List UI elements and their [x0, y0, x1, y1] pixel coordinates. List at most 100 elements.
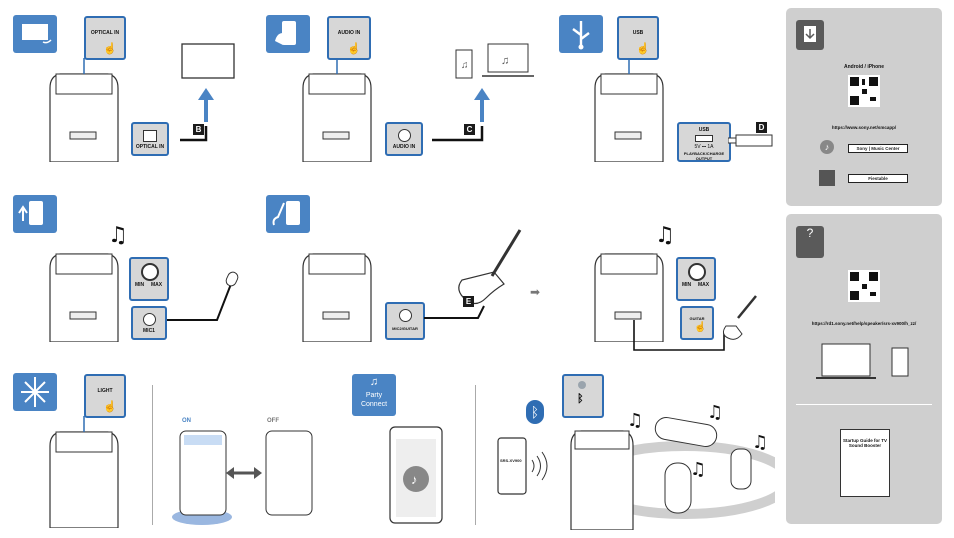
arrow-right-icon: ➡ [530, 285, 541, 299]
optical-jack-label: OPTICAL IN [135, 144, 165, 150]
speaker-illustration [302, 58, 372, 162]
app-download-panel: Android / iPhone https://www.sony.net/sm… [786, 8, 942, 206]
laptop-phone-illustration [816, 343, 909, 379]
qr-code-help[interactable] [848, 270, 880, 302]
download-icon [796, 20, 824, 50]
level-max-label: MAX [698, 282, 710, 288]
party-speakers-illustration [570, 417, 775, 530]
optical-button-label: OPTICAL IN [90, 30, 120, 36]
audio-jack-callout: AUDIO IN [385, 122, 423, 156]
music-center-app-button[interactable]: Sony | Music Center [848, 144, 908, 153]
phone-device-name: SRS-XV900 [500, 458, 522, 463]
speaker-illustration [594, 253, 664, 342]
usb-device-illustration [728, 134, 773, 147]
guitar-button-label: GUITAR [689, 316, 705, 321]
fiestable-app-button[interactable]: Fiestable [848, 174, 908, 183]
help-person-icon: ? [796, 226, 824, 258]
divider [796, 404, 932, 405]
music-note-icon: ♫ [752, 432, 769, 453]
volume-knob-icon [141, 263, 159, 281]
phone-hand-icon [266, 15, 310, 53]
optical-in-button-callout: OPTICAL IN ☝ [84, 16, 126, 60]
cable-c-badge: C [464, 124, 475, 135]
svg-text:♪: ♪ [411, 472, 418, 487]
music-note-icon: ♫ [690, 459, 707, 480]
level-min-label: MIN [135, 282, 145, 288]
guide-title: Startup Guide for TV Sound Booster [843, 438, 888, 448]
audio-in-button-callout: AUDIO IN ☝ [327, 16, 371, 60]
microphone-cable-illustration [167, 271, 239, 321]
speaker-illustration [49, 58, 119, 162]
mic-port-icon [143, 313, 156, 326]
audio-port-icon [398, 129, 411, 142]
audio-jack-label: AUDIO IN [392, 144, 416, 150]
phone-app-illustration: ♪ [389, 426, 443, 524]
music-note-icon: ♫ [655, 223, 675, 248]
guitar-button-callout: GUITAR ☝ [680, 306, 714, 340]
guitar-level-callout: MIN MAX [676, 257, 716, 301]
hand-pointer-icon: ☝ [347, 43, 361, 55]
audio-button-label: AUDIO IN [337, 30, 361, 36]
divider [152, 385, 153, 525]
guitar-cable-illustration [633, 295, 757, 351]
phone-charge-icon [13, 195, 57, 233]
music-note-icon: ♫ [369, 376, 379, 388]
bluetooth-button-callout: ᛒ [562, 374, 604, 418]
music-note-icon: ♫ [627, 410, 644, 431]
music-note-icon: ♫ [707, 402, 724, 423]
light-on-label: ON [182, 418, 191, 424]
hand-pointer-icon: ☝ [103, 43, 117, 55]
guitar-jack-callout: MIC2/GUITAR [385, 302, 425, 340]
guitar-port-icon [399, 309, 412, 322]
qr-code-app[interactable] [848, 75, 880, 107]
fiestable-app-name: Fiestable [868, 176, 888, 181]
indicator-light-icon [578, 381, 586, 389]
speaker-illustration [49, 253, 119, 342]
usb-port-icon [695, 135, 713, 142]
phone-guitar-icon [266, 195, 310, 233]
electric-guitar-illustration [424, 229, 522, 319]
divider [475, 385, 476, 525]
tv-cable-illustration [180, 43, 235, 142]
light-burst-icon [13, 373, 57, 411]
hand-pointer-icon: ☝ [103, 401, 117, 413]
speaker-illustration [302, 253, 372, 342]
light-off-label: OFF [267, 418, 279, 424]
light-button-label: LIGHT [97, 388, 113, 394]
light-on-off-illustration [172, 430, 313, 525]
speaker-illustration [594, 58, 664, 162]
light-button-callout: LIGHT ☝ [84, 374, 126, 418]
speaker-illustration [49, 416, 119, 528]
party-logo-line2: Connect [360, 401, 388, 408]
startup-guide-booklet: Startup Guide for TV Sound Booster [840, 429, 890, 497]
tv-icon [13, 15, 57, 53]
music-center-app-name: Sony | Music Center [856, 146, 900, 151]
volume-knob-icon [688, 263, 706, 281]
app-url[interactable]: https://www.sony.net/smcapp/ [831, 125, 897, 130]
help-guide-panel: ? https://rd1.sony.net/help/speaker/srs-… [786, 214, 942, 524]
bluetooth-symbol-icon: ᛒ [577, 393, 584, 405]
bluetooth-icon: ᛒ [526, 400, 544, 424]
fiestable-app-icon [819, 170, 835, 186]
phone-pairing-illustration [497, 437, 548, 495]
usb-button-callout: USB ☝ [617, 16, 659, 60]
usb-icon [559, 15, 603, 53]
platform-label: Android / iPhone [844, 64, 884, 70]
hand-pointer-icon: ☝ [636, 43, 650, 55]
usb-port-caption: PLAYBACK/CHARGE OUTPUT [683, 151, 725, 161]
optical-jack-callout: OPTICAL IN [131, 122, 169, 156]
usb-button-label: USB [632, 30, 644, 36]
mic-jack-callout: MIC1 [131, 306, 167, 340]
cable-d-badge: D [756, 122, 767, 133]
level-min-label: MIN [682, 282, 692, 288]
svg-text:♫: ♫ [461, 60, 469, 71]
usb-port-callout: USB 5V ⎓ 1A PLAYBACK/CHARGE OUTPUT [677, 122, 731, 162]
music-center-app-icon: ♪ [820, 140, 834, 154]
cable-b-badge: B [193, 124, 204, 135]
usb-port-power: 5V ⎓ 1A [694, 144, 714, 150]
svg-text:♫: ♫ [501, 55, 509, 67]
guitar-jack-label: MIC2/GUITAR [392, 326, 418, 331]
hand-pointer-icon: ☝ [694, 322, 707, 333]
music-note-icon: ♫ [108, 223, 128, 248]
help-url[interactable]: https://rd1.sony.net/help/speaker/srs-xv… [811, 321, 917, 326]
